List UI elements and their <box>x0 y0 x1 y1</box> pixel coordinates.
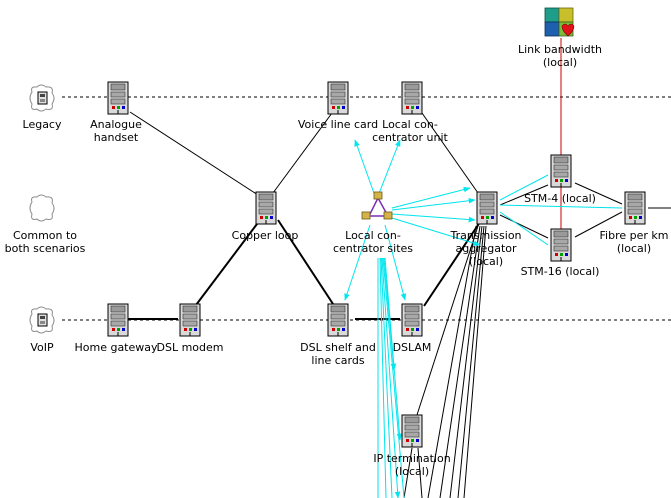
link-bandwidth-label-line2: (local) <box>542 56 578 69</box>
local-concentrator-unit-label-line2: centrator unit <box>372 131 448 144</box>
transmission-aggregator-label-line2: aggregator <box>455 242 517 255</box>
stm4-node[interactable] <box>550 154 572 188</box>
dsl-modem-label: DSL modem <box>156 341 224 354</box>
dsl-modem-node[interactable] <box>179 303 201 337</box>
fibre-label-line1: Fibre per km <box>599 229 669 242</box>
common-label-line1: Common to <box>12 229 78 242</box>
analogue-handset-label-line1: Analogue <box>90 118 142 131</box>
dslam-label: DSLAM <box>392 341 432 354</box>
analogue-handset-label-line2: handset <box>93 131 139 144</box>
puzzle-pieces-icon[interactable] <box>544 7 575 37</box>
analogue-handset-node[interactable] <box>107 81 129 115</box>
legacy-cloud-icon[interactable] <box>29 84 55 112</box>
stm16-node[interactable] <box>550 228 572 262</box>
fibre-node[interactable] <box>624 191 646 225</box>
copper-loop-node[interactable] <box>255 191 277 225</box>
voice-line-card-label: Voice line card <box>297 118 379 131</box>
demand-links <box>344 139 623 498</box>
stm4-label: STM-4 (local) <box>524 192 596 205</box>
link-bandwidth-label-line1: Link bandwidth <box>517 43 603 56</box>
dslam-node[interactable] <box>401 303 423 337</box>
concentrator-sites-icon[interactable] <box>361 191 393 220</box>
fibre-label-line2: (local) <box>616 242 652 255</box>
local-concentrator-unit-node[interactable] <box>401 81 423 115</box>
local-concentrator-sites-label-line2: centrator sites <box>332 242 414 255</box>
local-concentrator-unit-label-line1: Local con- <box>382 118 438 131</box>
dsl-shelf-node[interactable] <box>327 303 349 337</box>
transmission-aggregator-label-line3: (local) <box>468 255 504 268</box>
voip-label: VoIP <box>30 341 54 354</box>
ip-termination-label-line2: (local) <box>394 465 430 478</box>
ip-termination-label-line1: IP termination <box>373 452 451 465</box>
telephone-icon <box>37 313 48 327</box>
legacy-label: Legacy <box>22 118 62 131</box>
transmission-aggregator-label-line1: Transmission <box>450 229 522 242</box>
home-gateway-label: Home gateway <box>74 341 158 354</box>
common-cloud-icon[interactable] <box>29 194 55 222</box>
transmission-aggregator-node[interactable] <box>476 191 498 225</box>
voip-cloud-icon[interactable] <box>29 306 55 334</box>
dsl-shelf-label-line1: DSL shelf and <box>300 341 376 354</box>
copper-loop-label: Copper loop <box>231 229 299 242</box>
local-concentrator-sites-label-line1: Local con- <box>345 229 401 242</box>
telephone-icon <box>37 91 48 105</box>
cost-links <box>128 111 671 498</box>
voice-line-card-node[interactable] <box>327 81 349 115</box>
home-gateway-node[interactable] <box>107 303 129 337</box>
ip-termination-node[interactable] <box>401 414 423 448</box>
common-label-line2: both scenarios <box>4 242 86 255</box>
stm16-label: STM-16 (local) <box>520 265 600 278</box>
dsl-shelf-label-line2: line cards <box>311 354 365 367</box>
